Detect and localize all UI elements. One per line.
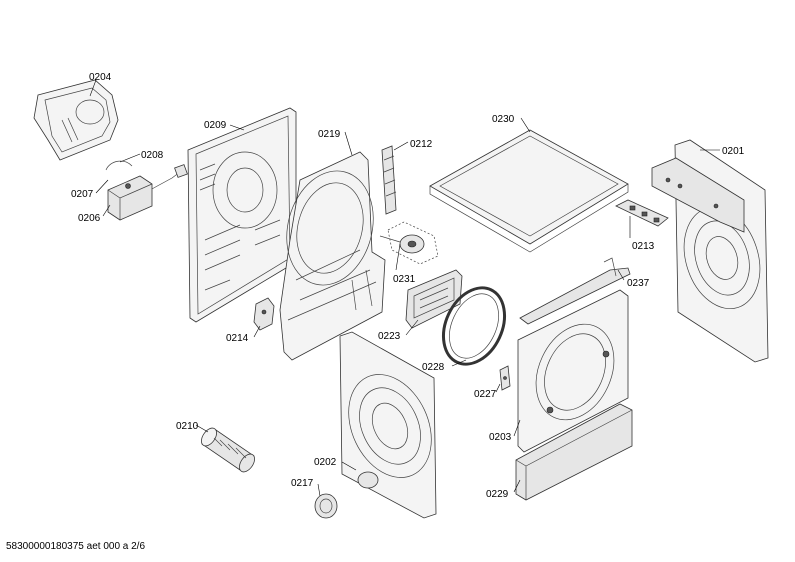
document-footer: 58300000180375 aet 000 a 2/6 — [6, 541, 146, 552]
part-0223-filter-housing[interactable] — [405, 269, 463, 329]
part-0210-duct-hose[interactable] — [198, 425, 257, 474]
part-0219-drum-frame[interactable] — [274, 151, 386, 361]
label-0208: 0208 — [141, 150, 164, 161]
label-0230: 0230 — [492, 114, 515, 125]
label-0204: 0204 — [89, 72, 112, 83]
part-0230-top-cover[interactable] — [429, 129, 629, 253]
part-0206-module[interactable] — [107, 175, 153, 221]
part-0229-plinth[interactable] — [515, 403, 633, 501]
part-0212-vertical-bracket[interactable] — [381, 145, 397, 215]
label-0237: 0237 — [627, 278, 650, 289]
part-0231-fan-wheel[interactable] — [379, 221, 439, 265]
label-0207: 0207 — [71, 189, 94, 200]
part-0227-latch[interactable] — [499, 365, 511, 391]
label-0206: 0206 — [78, 213, 101, 224]
label-0217: 0217 — [291, 478, 314, 489]
part-0214-sensor[interactable] — [253, 297, 275, 331]
label-0229: 0229 — [486, 489, 509, 500]
label-0227: 0227 — [474, 389, 497, 400]
label-0214: 0214 — [226, 333, 249, 344]
part-0204-duct-cover[interactable] — [33, 79, 119, 161]
part-0201-side-panel[interactable] — [651, 139, 772, 363]
part-0217-cap[interactable] — [314, 493, 338, 519]
part-0228-door-seal[interactable] — [432, 278, 517, 374]
part-0202-side-panel[interactable] — [333, 331, 448, 519]
part-0203-front-panel[interactable] — [517, 289, 629, 453]
part-0208-cable[interactable] — [105, 160, 188, 191]
part-0213-bracket[interactable] — [615, 199, 669, 227]
label-0213: 0213 — [632, 241, 655, 252]
label-0209: 0209 — [204, 120, 227, 131]
label-0219: 0219 — [318, 129, 341, 140]
label-0203: 0203 — [489, 432, 512, 443]
label-0228: 0228 — [422, 362, 445, 373]
part-0237-rail[interactable] — [519, 257, 631, 325]
label-0223: 0223 — [378, 331, 401, 342]
part-0209-rear-wall[interactable] — [187, 107, 297, 323]
label-0201: 0201 — [722, 146, 745, 157]
label-0202: 0202 — [314, 457, 337, 468]
label-0210: 0210 — [176, 421, 199, 432]
label-0212: 0212 — [410, 139, 433, 150]
leader-lines — [89, 79, 720, 497]
label-0231: 0231 — [393, 274, 416, 285]
